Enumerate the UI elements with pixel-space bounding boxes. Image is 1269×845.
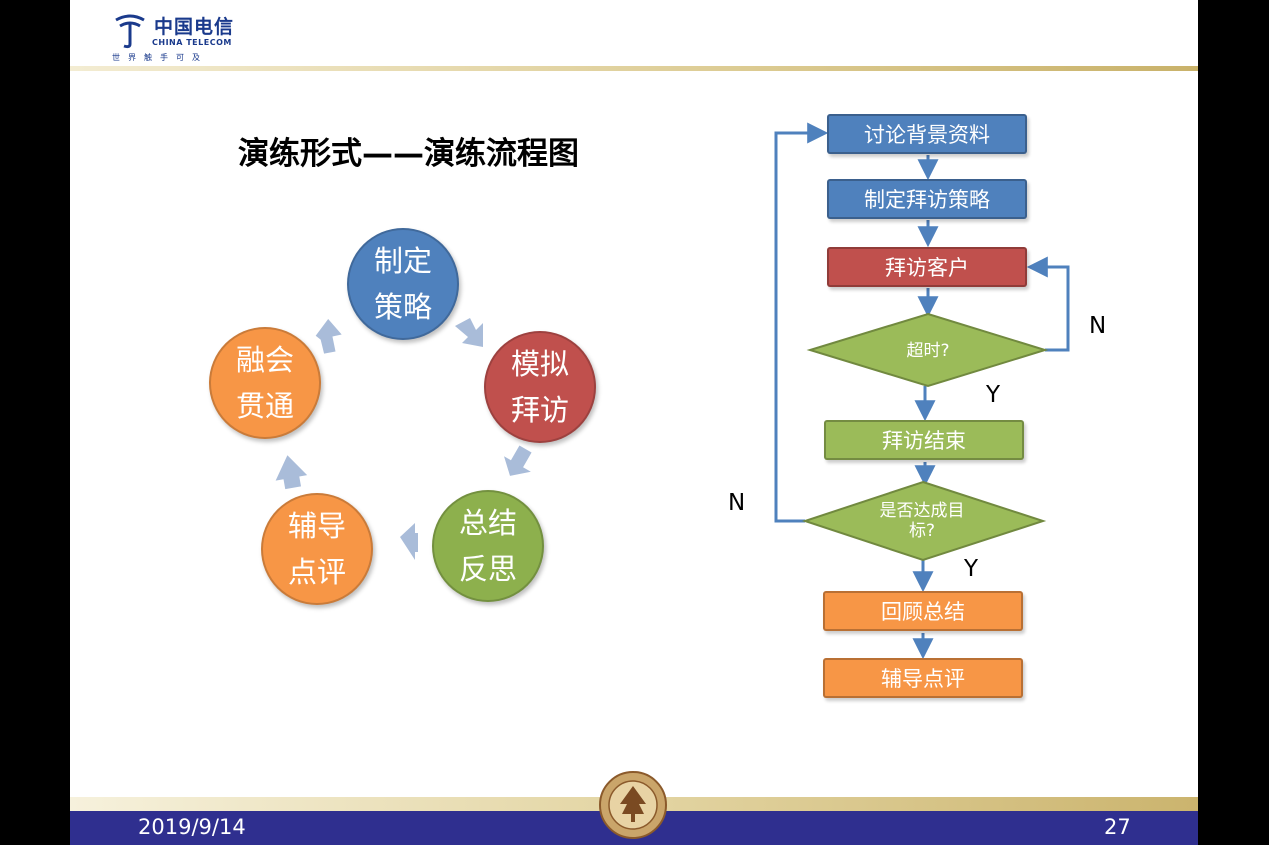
cycle-circle-simulate: 模拟拜访 <box>484 331 596 443</box>
cycle-label: 制定策略 <box>373 244 432 324</box>
cycle-label: 融会贯通 <box>235 343 294 423</box>
timeout-diamond <box>806 312 1049 388</box>
slide-title: 演练形式——演练流程图 <box>238 136 579 172</box>
step-label: 拜访结束 <box>882 429 966 453</box>
goal-diamond <box>801 480 1047 562</box>
cycle-circle-strategy: 制定策略 <box>347 228 459 340</box>
cycle-arrow-3 <box>400 523 418 560</box>
college-seal-icon <box>599 771 667 839</box>
cycle-circle-integrate: 融会贯通 <box>209 327 321 439</box>
footer-date: 2019/9/14 <box>138 815 246 839</box>
slide: 中国电信 CHINA TELECOM 世界触手可及 演练形式——演练流程图 制定… <box>70 0 1198 845</box>
step-label: 回顾总结 <box>881 600 965 624</box>
page-number: 27 <box>1104 815 1131 839</box>
logo-en-text: CHINA TELECOM <box>152 38 232 47</box>
step-label: 辅导点评 <box>881 667 965 691</box>
label-y-timeout: Y <box>986 382 1001 408</box>
header-divider <box>70 66 1198 71</box>
cycle-arrow-5 <box>315 318 342 354</box>
china-telecom-logo: 中国电信 CHINA TELECOM 世界触手可及 <box>110 8 290 64</box>
step-review-box: 回顾总结 <box>823 591 1023 631</box>
label-n-timeout: N <box>1089 313 1107 339</box>
cycle-arrow-1 <box>455 318 483 347</box>
cycle-label: 辅导点评 <box>287 509 346 589</box>
flowchart-connectors <box>774 122 1070 660</box>
step-label: 制定拜访策略 <box>864 188 990 212</box>
step-discuss-box: 讨论背景资料 <box>827 114 1027 154</box>
label-n-goal: N <box>728 490 746 516</box>
timeout-label: 超时? <box>906 341 950 361</box>
step-visit-box: 拜访客户 <box>827 247 1027 287</box>
step-coaching-box: 辅导点评 <box>823 658 1023 698</box>
step-visit-end-box: 拜访结束 <box>824 420 1024 460</box>
cycle-circle-reflect: 总结反思 <box>432 490 544 602</box>
cycle-label: 总结反思 <box>458 506 517 586</box>
logo-cn-text: 中国电信 <box>154 16 235 38</box>
cycle-arrows <box>275 318 532 560</box>
step-label: 讨论背景资料 <box>864 123 990 147</box>
cycle-arrow-2 <box>504 445 532 476</box>
cycle-circle-coach: 辅导点评 <box>261 493 373 605</box>
telecom-logo-icon <box>115 14 145 49</box>
cycle-label: 模拟拜访 <box>510 347 569 427</box>
logo-slogan: 世界触手可及 <box>112 53 208 62</box>
goal-label: 是否达成目标? <box>879 501 965 541</box>
step-strategy-box: 制定拜访策略 <box>827 179 1027 219</box>
cycle-arrow-4 <box>275 455 308 490</box>
label-y-goal: Y <box>964 556 979 582</box>
step-label: 拜访客户 <box>885 256 969 280</box>
